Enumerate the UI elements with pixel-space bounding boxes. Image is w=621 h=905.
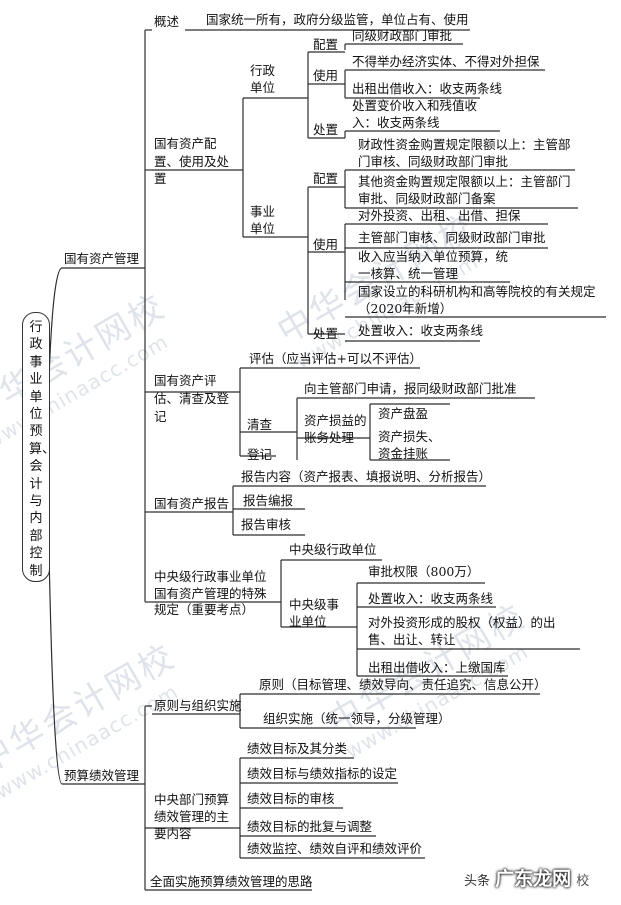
node-admin-chuzhi: 处置: [313, 122, 339, 137]
leaf-report-1: 报告内容（资产报表、填报说明、分析报告）: [241, 469, 492, 484]
leaf-central-inst-4: 出租出借收入：上缴国库: [368, 660, 506, 675]
node-sunyi: 资产损益的账务处理: [304, 413, 367, 445]
leaf-overview-text: 国家统一所有，政府分级监管，单位占有、使用: [206, 12, 469, 27]
leaf-principle-1: 原则（目标管理、绩效导向、责任追究、信息公开）: [259, 677, 547, 692]
leaf-admin-peizhi-1: 同级财政部门审批: [352, 28, 453, 43]
node-overall-approach: 全面实施预算绩效管理的思路: [150, 874, 313, 889]
leaf-inst-peizhi-2: 其他资金购置规定限额以上：主管部门审批、同级财政部门备案: [358, 174, 571, 206]
leaf-central-admin: 中央级行政单位: [289, 542, 377, 557]
leaf-dengji: 登记: [247, 447, 273, 462]
leaf-central-budget-3: 绩效目标的审核: [247, 791, 335, 806]
leaf-central-budget-4: 绩效目标的批复与调整: [247, 819, 373, 834]
leaf-inst-shiyong-3: 收入应当纳入单位预算，统一核算、统一管理: [358, 249, 509, 281]
node-central-special: 中央级行政事业单位国有资产管理的特殊规定（重要考点）: [154, 569, 267, 617]
leaf-admin-shiyong-1: 不得举办经济实体、不得对外担保: [352, 54, 540, 69]
node-inst-peizhi: 配置: [313, 171, 339, 186]
branch-performance-management: 预算绩效管理: [64, 768, 140, 783]
node-central-budget: 中央部门预算绩效管理的主要内容: [154, 792, 230, 841]
leaf-central-budget-1: 绩效目标及其分类: [247, 741, 348, 756]
node-eval-check-register: 国有资产评估、清查及登记: [154, 373, 230, 424]
leaf-inst-chuzhi-1: 处置收入：收支两条线: [358, 323, 484, 338]
leaf-central-inst-1: 审批权限（800万）: [368, 564, 480, 579]
leaf-admin-chuzhi-1: 处置变价收入和残值收入：收支两条线: [352, 98, 478, 130]
badge-prefix: 头条: [464, 874, 491, 889]
node-overview: 概述: [154, 14, 180, 29]
branch-asset-management: 国有资产管理: [64, 251, 140, 266]
node-inst-unit: 事业单位: [250, 204, 276, 236]
leaf-inst-shiyong-4: 国家设立的科研机构和高等院校的有关规定（2020年新增）: [358, 284, 596, 316]
node-inst-shiyong: 使用: [313, 237, 339, 252]
node-central-inst: 中央级事业单位: [289, 597, 340, 629]
leaf-principle-2: 组织实施（统一领导，分级管理）: [263, 711, 451, 726]
leaf-admin-shiyong-2: 出租出借收入：收支两条线: [352, 81, 503, 96]
node-qingcha: 清查: [247, 417, 273, 432]
node-config-use-disposal: 国有资产配置、使用及处置: [154, 136, 230, 186]
leaf-report-2: 报告编报: [243, 493, 294, 508]
leaf-inst-peizhi-1: 财政性资金购置规定限额以上：主管部门审核、同级财政部门审批: [358, 137, 571, 169]
leaf-central-budget-2: 绩效目标与绩效指标的设定: [247, 766, 398, 781]
leaf-sunyi-1: 资产盘盈: [378, 406, 429, 421]
leaf-inst-shiyong-1: 对外投资、出租、出借、担保: [358, 208, 521, 223]
leaf-qingcha-apply: 向主管部门申请，报同级财政部门批准: [304, 381, 517, 396]
node-admin-peizhi: 配置: [313, 37, 339, 52]
leaf-pinggu: 评估（应当评估+可以不评估）: [249, 351, 422, 366]
root-label: 行政事业单位预算、会计与内部控制: [29, 320, 56, 579]
leaf-report-3: 报告审核: [241, 517, 292, 532]
leaf-central-budget-5: 绩效监控、绩效自评和绩效评价: [247, 841, 423, 856]
node-inst-chuzhi: 处置: [313, 326, 339, 341]
node-admin-unit: 行政单位: [250, 63, 276, 95]
leaf-central-inst-2: 处置收入：收支两条线: [368, 591, 494, 606]
root-node: 行政事业单位预算、会计与内部控制: [22, 312, 56, 582]
badge-suffix: 校: [576, 874, 590, 889]
node-principle: 原则与组织实施: [154, 698, 242, 713]
leaf-inst-shiyong-2: 主管部门审核、同级财政部门审批: [358, 230, 546, 245]
source-badge: 头条 广东龙网 校: [464, 864, 589, 891]
leaf-central-inst-3: 对外投资形成的股权（权益）的出售、出让、转让: [368, 615, 556, 647]
leaf-sunyi-2: 资产损失、资金挂账: [378, 429, 441, 461]
badge-name: 广东龙网: [495, 868, 572, 890]
node-admin-shiyong: 使用: [313, 68, 339, 83]
node-report: 国有资产报告: [154, 496, 230, 511]
